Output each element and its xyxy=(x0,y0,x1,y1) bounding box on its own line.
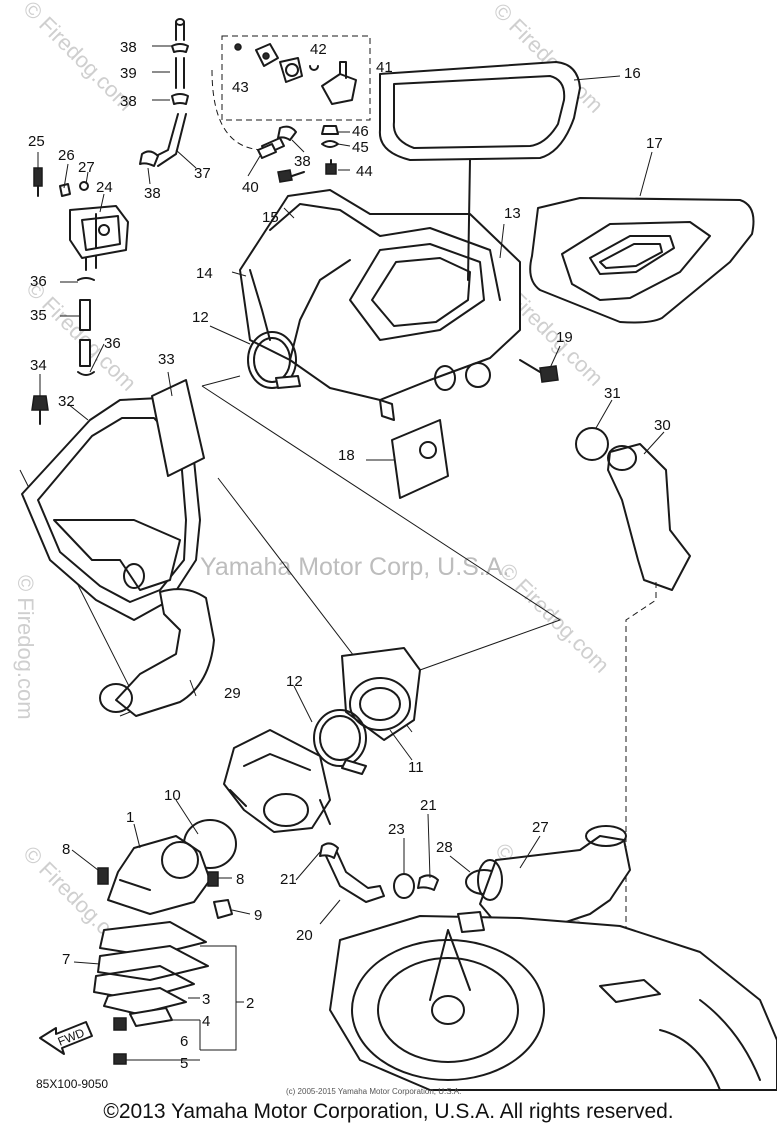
callout-34: 34 xyxy=(30,357,47,374)
reed-valve-stack xyxy=(93,921,209,1065)
callout-21-left: 21 xyxy=(280,871,297,888)
clamp-12-lower xyxy=(313,709,367,775)
intake-joint-11 xyxy=(341,647,421,741)
small-hose-40 xyxy=(257,143,305,183)
clamp-9 xyxy=(213,899,233,919)
callout-38-a: 38 xyxy=(120,39,137,56)
vacuum-valve-assembly xyxy=(234,43,357,105)
callout-38-d: 38 xyxy=(294,153,311,170)
air-cut-valve-23 xyxy=(33,167,129,271)
callout-19: 19 xyxy=(556,329,573,346)
callout-22: 23 xyxy=(388,821,405,838)
bolt-8-left xyxy=(97,867,109,885)
clamp-21-right xyxy=(417,874,439,891)
watermark-right: © Firedog.com xyxy=(494,558,614,678)
assembly-line-1 xyxy=(201,375,562,671)
callout-13: 13 xyxy=(504,205,521,222)
callout-35: 35 xyxy=(30,307,47,324)
grommet-22 xyxy=(393,873,415,899)
callout-10: 10 xyxy=(164,787,181,804)
bolt-8-right xyxy=(207,871,219,887)
callout-21-right: 21 xyxy=(420,797,437,814)
small-copyright: (c) 2005-2015 Yamaha Motor Corporation, … xyxy=(286,1087,461,1096)
callout-42: 42 xyxy=(310,41,327,58)
callout-numbers: 38 39 38 43 42 41 25 26 27 24 38 37 38 4… xyxy=(28,39,671,1072)
center-watermark: Yamaha Motor Corp, U.S.A. xyxy=(200,553,509,581)
callout-46: 46 xyxy=(352,123,369,140)
callout-3: 3 xyxy=(202,991,210,1008)
callout-12-lower: 12 xyxy=(286,673,303,690)
hose-30-clamp-31 xyxy=(575,427,691,1010)
callout-24: 25 xyxy=(28,133,45,150)
callout-23: 24 xyxy=(96,179,113,196)
hose-35-clips-36 xyxy=(31,277,95,425)
watermark-mid-left: © Firedog.com xyxy=(21,276,141,396)
case-cover-17 xyxy=(529,197,755,324)
callout-38-c: 38 xyxy=(144,185,161,202)
callout-33: 33 xyxy=(158,351,175,368)
plate-18 xyxy=(391,419,449,499)
callout-37: 37 xyxy=(194,165,211,182)
callout-25: 26 xyxy=(58,147,75,164)
callout-41: 41 xyxy=(376,59,393,76)
callout-20: 20 xyxy=(296,927,313,944)
callout-8-left: 8 xyxy=(62,841,70,858)
hose-27 xyxy=(477,825,631,929)
callout-28: 28 xyxy=(436,839,453,856)
hose-20 xyxy=(319,842,385,903)
carburetor xyxy=(223,729,331,833)
callout-36-b: 36 xyxy=(104,335,121,352)
callout-1: 1 xyxy=(126,809,134,826)
callout-11: 11 xyxy=(408,759,424,776)
fwd-arrow-icon: FWD xyxy=(39,1021,93,1055)
callout-15: 15 xyxy=(262,209,279,226)
clamp-12-upper xyxy=(247,331,301,389)
callout-12-upper: 12 xyxy=(192,309,209,326)
callout-43: 43 xyxy=(232,79,249,96)
callout-17: 17 xyxy=(646,135,663,152)
callout-29: 29 xyxy=(224,685,241,702)
hose-29 xyxy=(99,588,215,717)
leader-lines xyxy=(37,45,665,965)
air-filter-case xyxy=(239,189,521,421)
callout-7: 7 xyxy=(62,951,70,968)
callout-32: 32 xyxy=(58,393,75,410)
callout-44: 44 xyxy=(356,163,373,180)
reference-code: 85X100-9050 xyxy=(36,1077,108,1091)
callout-38-b: 38 xyxy=(120,93,137,110)
callout-8-right: 8 xyxy=(236,871,244,888)
callout-45: 45 xyxy=(352,139,369,156)
copyright-footer: ©2013 Yamaha Motor Corporation, U.S.A. A… xyxy=(103,1100,674,1123)
callout-36-a: 36 xyxy=(30,273,47,290)
intake-manifold-1 xyxy=(107,819,237,915)
callout-27: 27 xyxy=(532,819,549,836)
watermark-left: © Firedog.com xyxy=(13,575,38,720)
callout-30: 30 xyxy=(654,417,671,434)
callout-26: 27 xyxy=(78,159,95,176)
callout-2: 2 xyxy=(246,995,254,1012)
callout-31: 31 xyxy=(604,385,621,402)
bolt-19 xyxy=(539,365,559,383)
callout-4: 4 xyxy=(202,1013,210,1030)
callout-16: 16 xyxy=(624,65,641,82)
callout-6: 6 xyxy=(180,1033,188,1050)
callout-5: 5 xyxy=(180,1055,188,1072)
element-frame-16 xyxy=(378,61,581,281)
bolts-44-46 xyxy=(321,125,339,175)
callout-40: 40 xyxy=(242,179,259,196)
callout-39: 39 xyxy=(120,65,137,82)
callout-9: 9 xyxy=(254,907,262,924)
callout-14: 14 xyxy=(196,265,213,282)
assembly-box-41 xyxy=(221,35,371,121)
side-panel-32 xyxy=(21,379,205,621)
callout-18: 18 xyxy=(338,447,355,464)
bracket-2 xyxy=(200,945,244,1051)
crankcase-breather-hoses xyxy=(139,18,297,167)
engine-crankcase xyxy=(329,911,777,1091)
